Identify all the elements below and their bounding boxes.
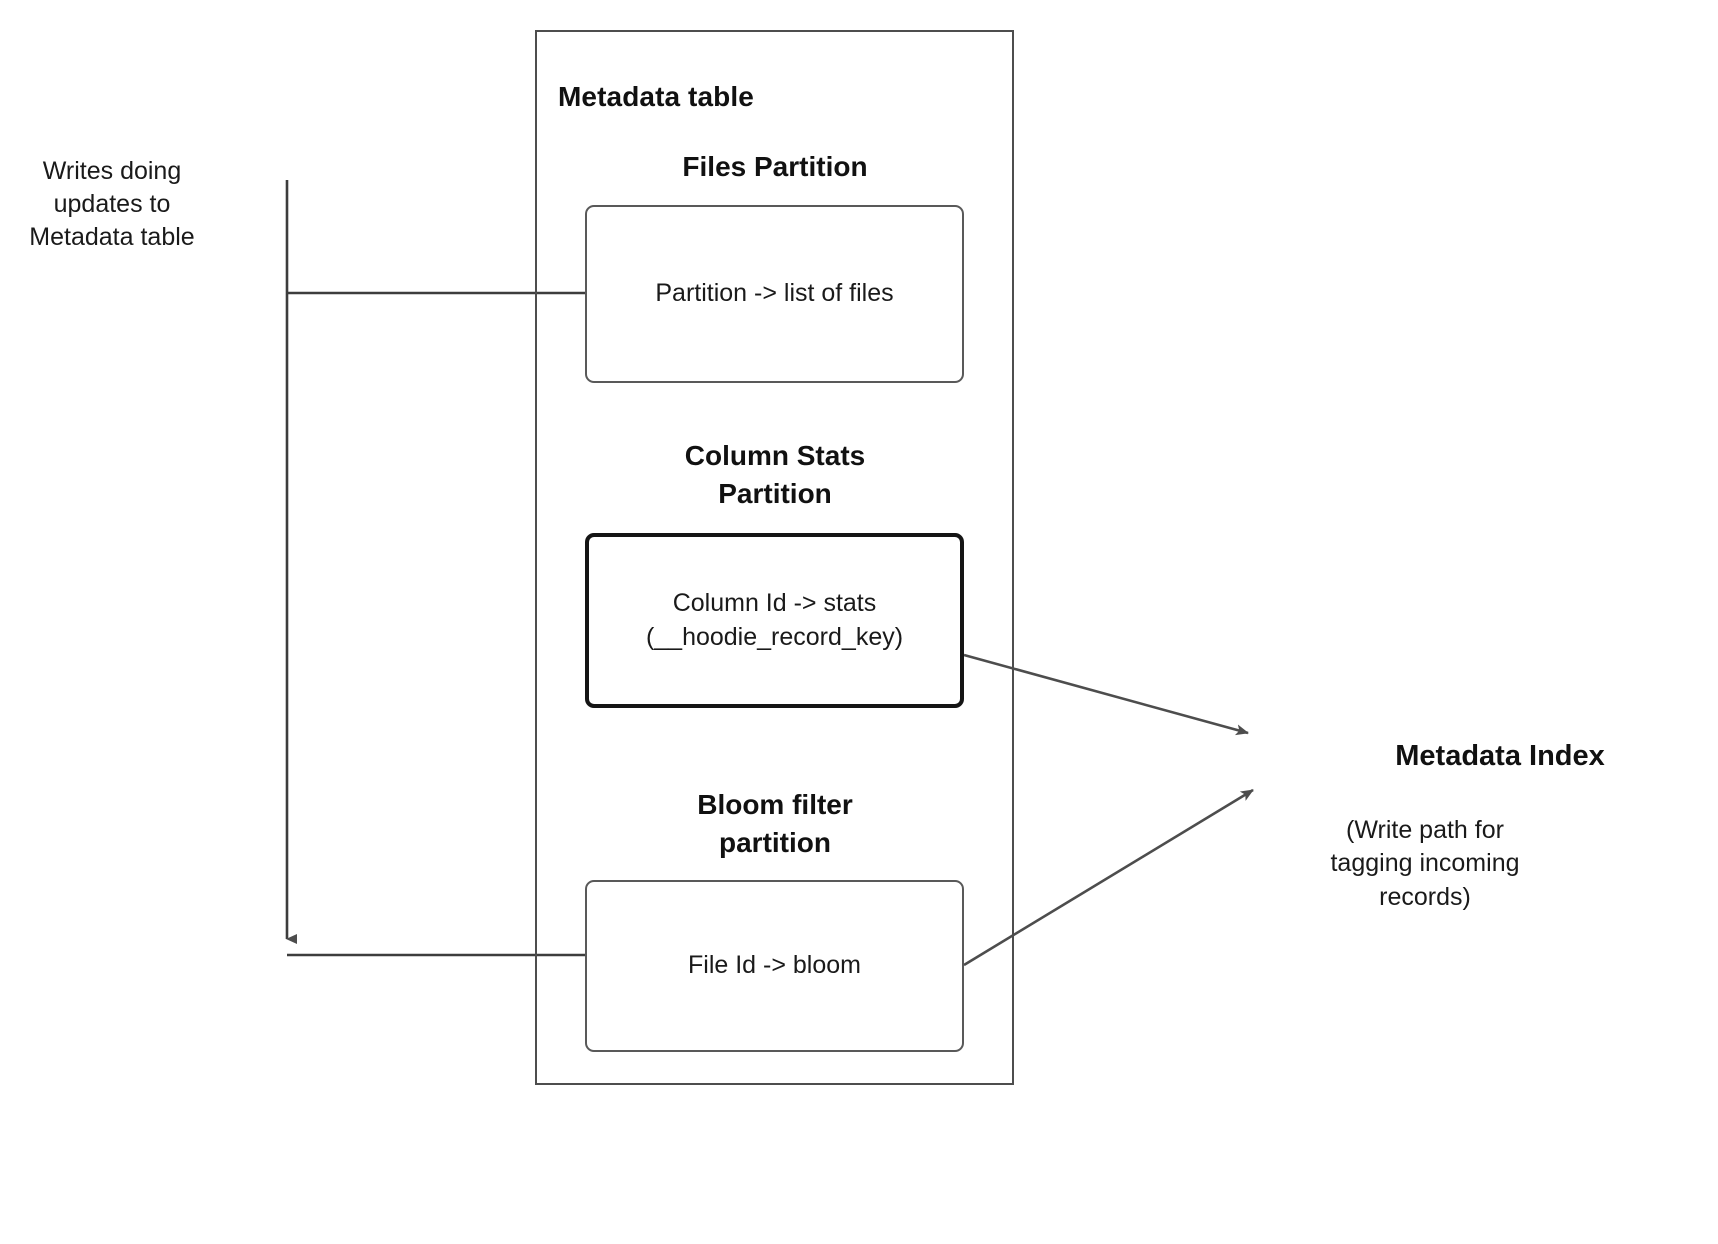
bloom-filter-partition-heading: Bloom filter partition — [585, 786, 965, 862]
writes-updates-label-line-2: updates to — [53, 190, 171, 218]
metadata-index-note: (Write path for tagging incoming records… — [1300, 814, 1550, 914]
files-partition-box-text: Partition -> list of files — [655, 279, 894, 308]
writes-updates-label: Writes doing updates to Metadata table — [14, 155, 210, 254]
colstats-to-metadata-index-arrow — [963, 653, 1249, 736]
column-stats-partition-heading-line-1: Column Stats — [684, 440, 866, 471]
column-stats-partition-heading-line-2: Partition — [718, 478, 832, 510]
metadata-index-title: Metadata Index — [1395, 740, 1605, 772]
bloom-filter-partition-heading-line-1: Bloom filter — [697, 789, 853, 820]
files-partition-box: Partition -> list of files — [585, 205, 964, 383]
bloom-filter-partition-box-text: File Id -> bloom — [688, 951, 861, 980]
column-stats-box-text-line-1: Column Id -> stats — [672, 588, 877, 617]
bloom-filter-partition-heading-line-2: partition — [719, 827, 831, 859]
column-stats-partition-box-text: Column Id -> stats (__hoodie_record_key) — [632, 587, 917, 655]
metadata-table-container — [535, 30, 1014, 1085]
files-partition-heading: Files Partition — [585, 148, 965, 186]
files-partition-heading-line-1: Files Partition — [682, 151, 868, 182]
column-stats-partition-box: Column Id -> stats (__hoodie_record_key) — [585, 533, 964, 708]
column-stats-partition-heading: Column Stats Partition — [585, 437, 965, 513]
column-stats-box-text-line-2: (__hoodie_record_key) — [645, 622, 904, 651]
bloom-filter-partition-box: File Id -> bloom — [585, 880, 964, 1052]
metadata-index-note-line-3: records) — [1379, 882, 1471, 911]
metadata-table-title: Metadata table — [558, 81, 754, 112]
metadata-index-note-line-1: (Write path for — [1346, 816, 1504, 844]
writes-updates-label-line-1: Writes doing — [42, 157, 182, 185]
writes-updates-label-line-3: Metadata table — [29, 223, 195, 251]
metadata-index-note-line-2: tagging incoming — [1330, 849, 1520, 878]
